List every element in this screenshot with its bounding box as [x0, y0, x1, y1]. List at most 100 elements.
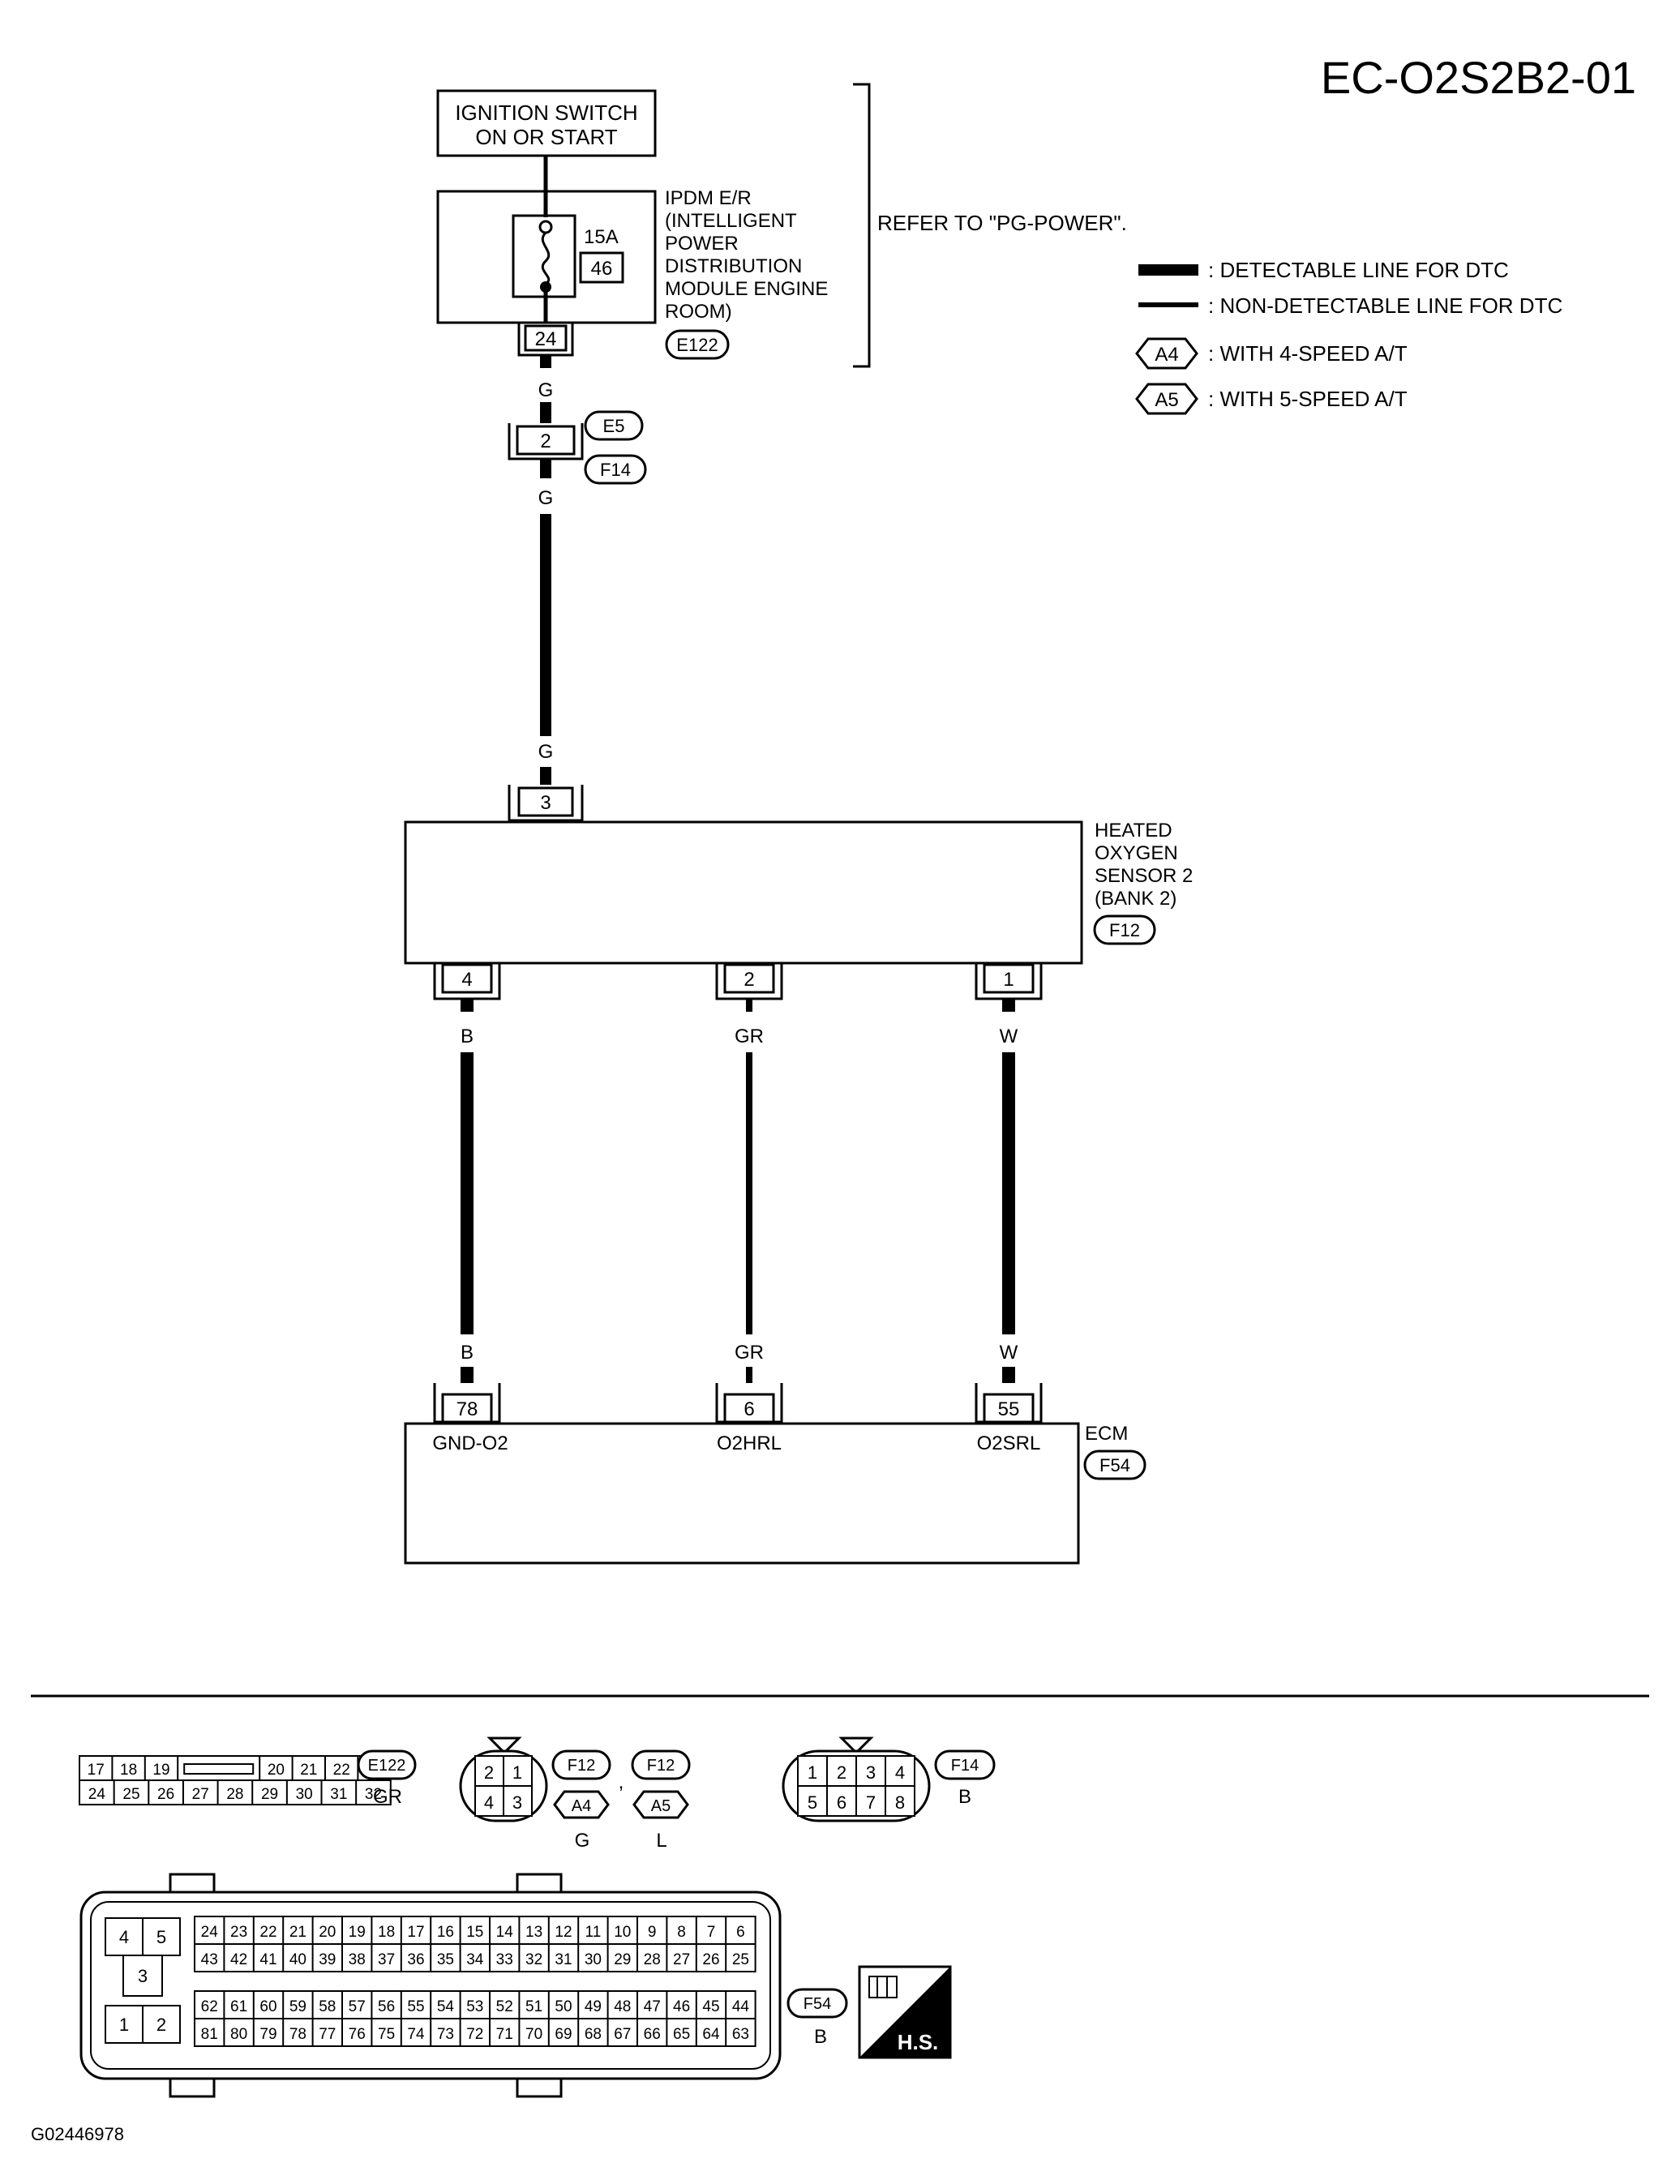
wire-color-b-top: B [461, 1026, 474, 1047]
connector-f14: 1 2 3 4 5 6 7 8 F14 B [782, 1736, 996, 1822]
f54-pin: 34 [466, 1951, 484, 1968]
sensor-label-4: (BANK 2) [1095, 888, 1176, 910]
f54-pin: 6 [736, 1924, 745, 1941]
f54-pin: 9 [648, 1924, 657, 1941]
e122-key-slot [183, 1763, 255, 1775]
f54-pin: 26 [702, 1951, 719, 1968]
connector-f12: 2 1 4 3 F12 , F12 A4 A5 G L [459, 1736, 691, 1852]
legend-detectable-text: : DETECTABLE LINE FOR DTC [1208, 258, 1509, 282]
f54-pin: 50 [555, 1998, 572, 2015]
f54-pin: 28 [644, 1951, 661, 1968]
connector-e122-color: GR [373, 1786, 402, 1808]
svg-text:F14: F14 [600, 460, 631, 480]
f54-pin: 39 [319, 1951, 336, 1968]
f54-pin: 43 [201, 1951, 218, 1968]
fuse-rating: 15A [584, 226, 619, 248]
ecm-pin-label-o2hrl: O2HRL [717, 1432, 782, 1454]
f54-pin: 17 [407, 1924, 424, 1941]
wire-color-w-bottom: W [1000, 1342, 1018, 1364]
svg-text:E122: E122 [676, 335, 718, 355]
f54-pin: 20 [319, 1924, 336, 1941]
joint-terminal: 2 [540, 430, 551, 452]
f54-pin: 69 [555, 2026, 572, 2043]
sensor-body [404, 820, 1083, 965]
ipdm-module: 15A 46 IPDM E/R (INTELLIGENT POWER DISTR… [436, 187, 828, 360]
f54-pin: 52 [496, 1998, 513, 2015]
legend-non-detectable-line [1138, 302, 1198, 307]
ipdm-label-5: MODULE ENGINE [665, 278, 828, 300]
f54-pin: 71 [496, 2026, 513, 2043]
sensor-label-1: HEATED [1095, 820, 1172, 841]
f54-pin: 46 [673, 1998, 690, 2015]
e122-pin: 22 [333, 1762, 350, 1779]
ecm-module: GND-O2 O2HRL O2SRL ECM F54 [404, 1422, 1146, 1565]
sensor-terminal-2: 2 [715, 963, 783, 1000]
legend-a4-tag [1135, 337, 1198, 370]
f12-tag-a [551, 1749, 611, 1780]
svg-text:F54: F54 [804, 1995, 831, 2013]
f54-pin: 62 [201, 1998, 218, 2015]
f54-pin: 40 [289, 1951, 306, 1968]
f54-pin: 41 [259, 1951, 276, 1968]
e122-pin: 17 [88, 1762, 105, 1779]
e122-pin: 19 [152, 1762, 169, 1779]
legend: : DETECTABLE LINE FOR DTC : NON-DETECTAB… [1135, 258, 1562, 415]
f54-pin: 66 [644, 2026, 661, 2043]
ecm-pin-label-o2srl: O2SRL [977, 1432, 1041, 1454]
f54-pin: 59 [289, 1998, 306, 2015]
sensor-label-3: SENSOR 2 [1095, 865, 1193, 887]
f54-pin: 79 [259, 2026, 276, 2043]
f54-pin: 42 [230, 1951, 247, 1968]
svg-text:F12: F12 [647, 1757, 675, 1775]
hs-label: H.S. [898, 2030, 939, 2054]
svg-text:55: 55 [998, 1398, 1020, 1420]
ecm-connector-tag [1083, 1450, 1146, 1480]
ignition-switch-label-1: IGNITION SWITCH [455, 101, 637, 125]
ipdm-label-4: DISTRIBUTION [665, 255, 802, 277]
joint-connector: 2 E5 F14 [508, 410, 647, 485]
joint-tag-e5 [584, 410, 644, 441]
f14-pin-5: 5 [808, 1792, 817, 1813]
ecm-body [404, 1422, 1080, 1565]
f54-pin: 24 [201, 1924, 219, 1941]
svg-text:A5: A5 [651, 1797, 671, 1815]
f54-pin: 72 [466, 2026, 483, 2043]
f54-pin: 33 [496, 1951, 513, 1968]
figure-code: G02446978 [31, 2124, 124, 2144]
f54-pin: 49 [585, 1998, 602, 2015]
sensor-label-2: OXYGEN [1095, 842, 1178, 864]
fuse-number: 46 [591, 258, 613, 280]
f14-pin-7: 7 [866, 1792, 876, 1813]
ipdm-connector-tag [665, 329, 730, 360]
f12-pin-a: 2 [484, 1762, 494, 1783]
svg-text:E122: E122 [368, 1757, 406, 1775]
e122-pin: 31 [330, 1786, 347, 1803]
connector-f54-tag [786, 1988, 848, 2019]
f54-pin: 25 [732, 1951, 749, 1968]
wire-color-b-bottom: B [461, 1342, 474, 1364]
ecm-terminal-78: 78 [433, 1383, 501, 1424]
e122-pin: 26 [157, 1786, 174, 1803]
f54-pin: 38 [349, 1951, 366, 1968]
f14-pin-8: 8 [895, 1792, 905, 1813]
fuse-icon [541, 231, 551, 285]
f54-pin: 23 [230, 1924, 247, 1941]
f54-left-pin-2: 2 [156, 2015, 166, 2035]
f54-pin: 14 [496, 1924, 514, 1941]
f54-pin: 32 [525, 1951, 542, 1968]
refer-bracket [853, 83, 871, 368]
ipdm-terminal: 24 [535, 328, 557, 350]
svg-text:F12: F12 [568, 1757, 595, 1775]
f14-pin-4: 4 [895, 1762, 905, 1783]
f54-left-pin-3: 3 [138, 1966, 148, 1986]
f54-pin: 18 [378, 1924, 395, 1941]
legend-a4-text: : WITH 4-SPEED A/T [1208, 341, 1408, 366]
f54-pin: 10 [614, 1924, 631, 1941]
wire-g-long [540, 514, 551, 736]
ipdm-label-3: POWER [665, 233, 739, 255]
refer-text: REFER TO "PG-POWER". [877, 211, 1127, 235]
svg-text:F54: F54 [1099, 1455, 1130, 1475]
f54-pin: 35 [437, 1951, 454, 1968]
svg-text:A4: A4 [572, 1797, 591, 1815]
